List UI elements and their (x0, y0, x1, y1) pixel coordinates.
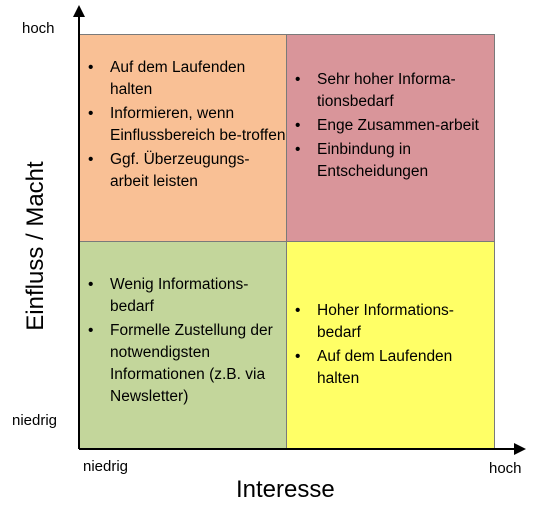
list-item: Wenig Informations-bedarf (80, 274, 286, 318)
list-item: Ggf. Überzeugungs-arbeit leisten (80, 149, 286, 193)
list-item: Hoher Informations-bedarf (287, 300, 494, 344)
x-axis-low-label: niedrig (83, 458, 129, 475)
y-axis-high-label: hoch (22, 20, 55, 37)
list-item: Auf dem Laufenden halten (287, 346, 494, 390)
list-item: Auf dem Laufenden halten (80, 57, 286, 101)
quadrant-bullet-list: Auf dem Laufenden halten Informieren, we… (80, 57, 286, 193)
list-item: Formelle Zustellung der notwendigsten In… (80, 320, 286, 408)
quadrant-low-influence-low-interest: Wenig Informations-bedarf Formelle Zuste… (79, 241, 287, 449)
list-item: Enge Zusammen-arbeit (287, 115, 494, 137)
y-axis-arrow-icon (73, 5, 85, 17)
list-item: Sehr hoher Informa-tionsbedarf (287, 69, 494, 113)
quadrant-high-influence-low-interest: Auf dem Laufenden halten Informieren, we… (79, 34, 287, 242)
y-axis-low-label: niedrig (12, 412, 58, 429)
list-item: Einbindung in Entscheidungen (287, 139, 494, 183)
quadrant-bullet-list: Wenig Informations-bedarf Formelle Zuste… (80, 274, 286, 408)
quadrant-high-influence-high-interest: Sehr hoher Informa-tionsbedarf Enge Zusa… (286, 34, 495, 242)
quadrant-bullet-list: Hoher Informations-bedarf Auf dem Laufen… (287, 300, 494, 390)
x-axis-arrow-icon (514, 443, 526, 455)
quadrant-bullet-list: Sehr hoher Informa-tionsbedarf Enge Zusa… (287, 69, 494, 183)
y-axis-title: Einfluss / Macht (22, 161, 49, 331)
x-axis-title: Interesse (236, 476, 335, 503)
x-axis-high-label: hoch (489, 460, 522, 477)
list-item: Informieren, wenn Einflussbereich be-tro… (80, 103, 286, 147)
quadrant-low-influence-high-interest: Hoher Informations-bedarf Auf dem Laufen… (286, 241, 495, 449)
